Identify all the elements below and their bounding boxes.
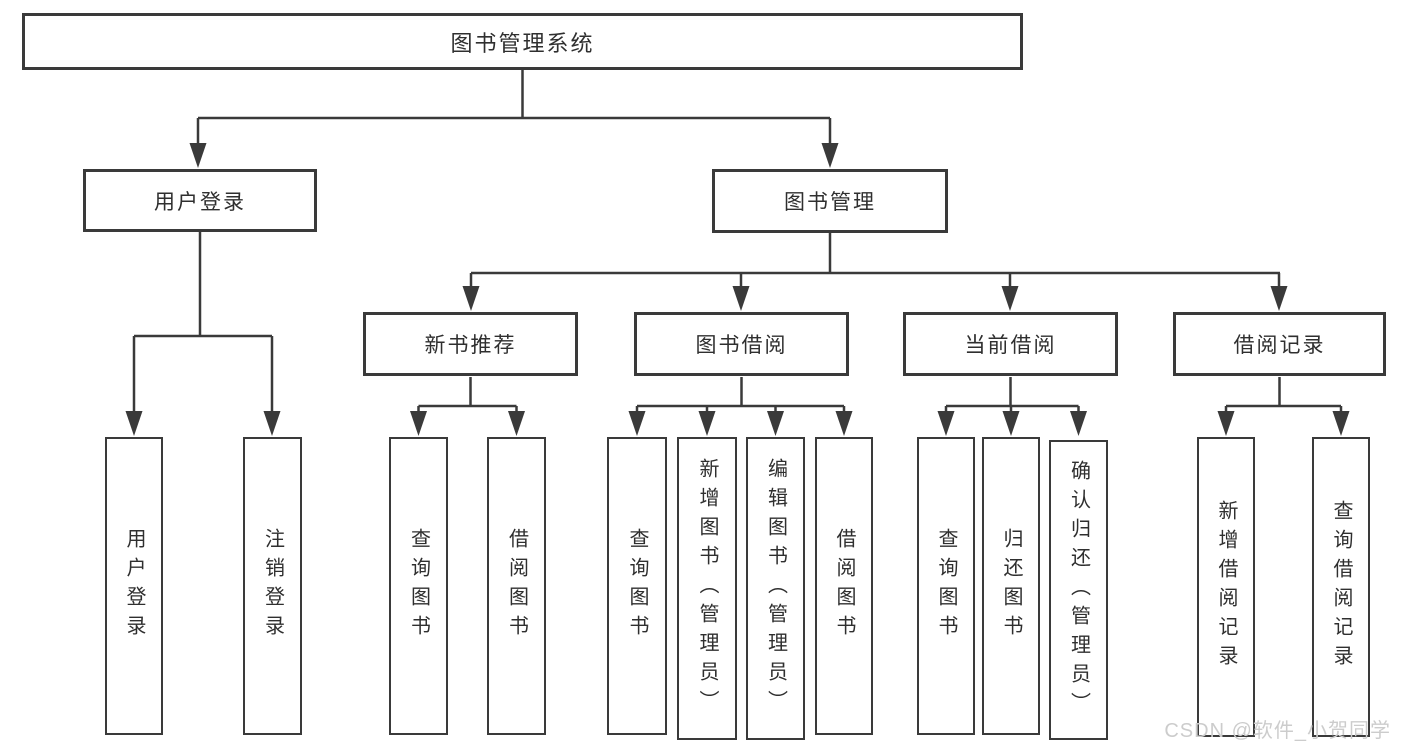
leaf-confirm-return-admin-label: 确认归还（管理员）: [1067, 459, 1090, 721]
leaf-query-books-current-label: 查询图书: [935, 528, 957, 644]
leaf-query-borrow-record: 查询借阅记录: [1312, 437, 1370, 737]
leaf-logout-label: 注销登录: [261, 528, 284, 644]
leaf-add-books-admin: 新增图书（管理员）: [677, 437, 737, 740]
leaf-borrow-books-label: 借阅图书: [833, 528, 855, 644]
node-new-book-recommend-label: 新书推荐: [424, 334, 517, 357]
node-book-management: 图书管理: [712, 169, 948, 233]
leaf-query-books-borrow: 查询图书: [607, 437, 667, 735]
node-borrow-record: 借阅记录: [1173, 312, 1386, 376]
node-new-book-recommend: 新书推荐: [363, 312, 578, 376]
leaf-return-books-label: 归还图书: [1000, 528, 1022, 644]
leaf-add-borrow-record: 新增借阅记录: [1197, 437, 1255, 737]
leaf-user-login-label: 用户登录: [123, 528, 145, 644]
arrowhead-icons: [125, 143, 1350, 436]
leaf-query-books-current: 查询图书: [917, 437, 975, 735]
leaf-logout: 注销登录: [243, 437, 302, 735]
leaf-query-books-borrow-label: 查询图书: [626, 528, 648, 644]
leaf-add-books-admin-label: 新增图书（管理员）: [696, 458, 718, 719]
leaf-confirm-return-admin: 确认归还（管理员）: [1049, 440, 1108, 740]
node-user-login-label: 用户登录: [154, 190, 246, 214]
leaf-add-borrow-record-label: 新增借阅记录: [1215, 500, 1237, 674]
node-current-borrow: 当前借阅: [903, 312, 1118, 376]
node-current-borrow-label: 当前借阅: [964, 334, 1057, 357]
leaf-borrow-books-recommend-label: 借阅图书: [505, 528, 528, 644]
node-book-borrow-label: 图书借阅: [695, 334, 788, 357]
leaf-borrow-books: 借阅图书: [815, 437, 873, 735]
node-user-login: 用户登录: [83, 169, 317, 232]
leaf-query-books-recommend-label: 查询图书: [407, 528, 430, 644]
node-book-management-label: 图书管理: [784, 191, 876, 214]
leaf-query-books-recommend: 查询图书: [389, 437, 448, 735]
node-root-label: 图书管理系统: [450, 30, 595, 56]
leaf-user-login: 用户登录: [105, 437, 163, 735]
leaf-query-borrow-record-label: 查询借阅记录: [1330, 500, 1352, 674]
node-root: 图书管理系统: [22, 13, 1023, 70]
leaf-borrow-books-recommend: 借阅图书: [487, 437, 546, 735]
leaf-edit-books-admin: 编辑图书（管理员）: [746, 437, 805, 740]
node-borrow-record-label: 借阅记录: [1233, 334, 1326, 357]
node-book-borrow: 图书借阅: [634, 312, 849, 376]
leaf-return-books: 归还图书: [982, 437, 1040, 735]
leaf-edit-books-admin-label: 编辑图书（管理员）: [764, 458, 787, 719]
